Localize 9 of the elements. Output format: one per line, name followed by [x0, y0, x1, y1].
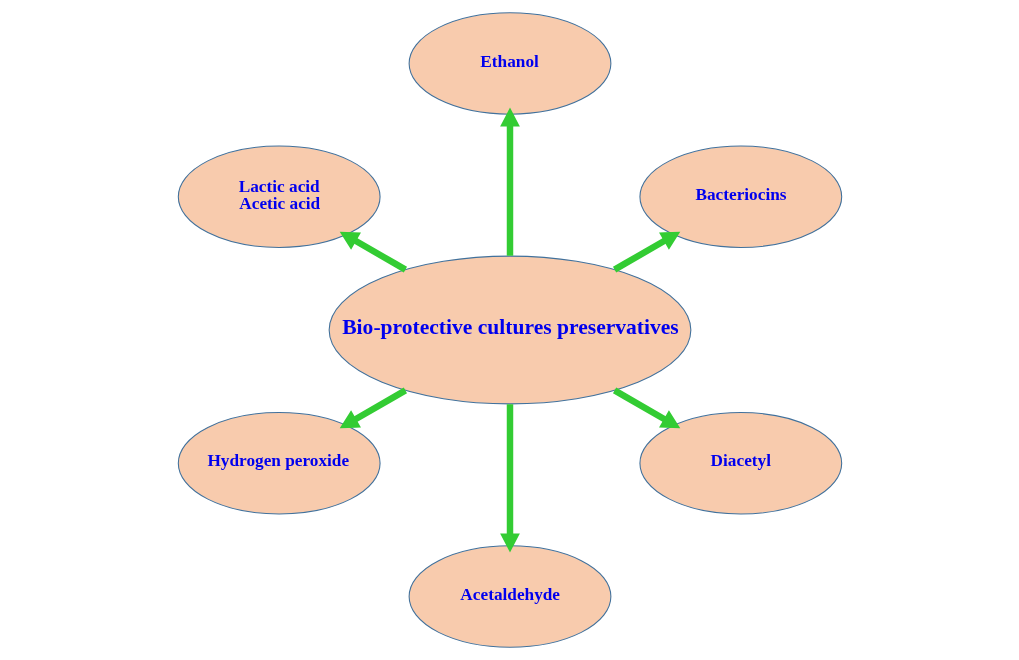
- arrow: [499, 107, 520, 256]
- arrow: [612, 231, 680, 273]
- arrow: [339, 231, 407, 273]
- arrow: [499, 404, 520, 553]
- node-ellipse: Acetaldehyde: [408, 545, 611, 648]
- node-ellipse: Bio-protective cultures preservatives: [328, 255, 691, 405]
- arrow: [612, 387, 680, 429]
- node-ellipse: Ethanol: [408, 12, 611, 115]
- arrow: [339, 387, 407, 429]
